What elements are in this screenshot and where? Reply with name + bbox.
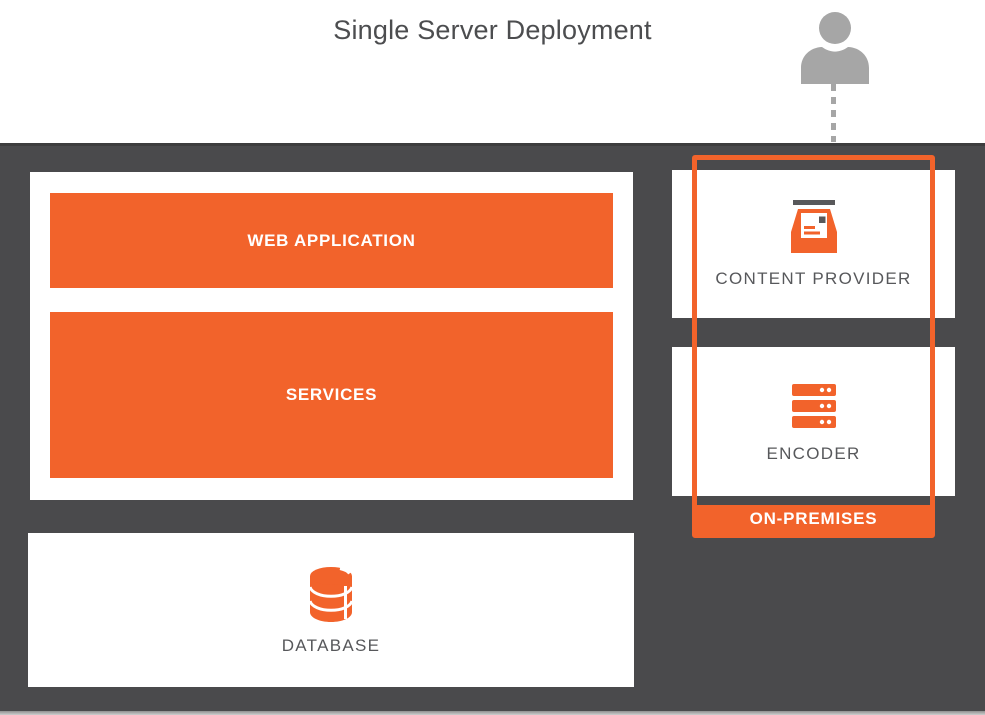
on-premises-label: ON-PREMISES — [750, 509, 878, 529]
bottom-edge-divider — [0, 711, 985, 715]
user-connection-line — [831, 84, 836, 142]
web-application-label: WEB APPLICATION — [247, 231, 415, 251]
web-application-box: WEB APPLICATION — [50, 193, 613, 288]
services-label: SERVICES — [286, 385, 377, 405]
on-premises-group-frame: ON-PREMISES — [692, 155, 935, 538]
database-label: DATABASE — [282, 636, 381, 656]
user-icon — [798, 6, 872, 84]
services-box: SERVICES — [50, 312, 613, 478]
database-icon — [303, 565, 359, 623]
database-panel: DATABASE — [28, 533, 634, 687]
on-premises-badge: ON-PREMISES — [697, 505, 930, 533]
